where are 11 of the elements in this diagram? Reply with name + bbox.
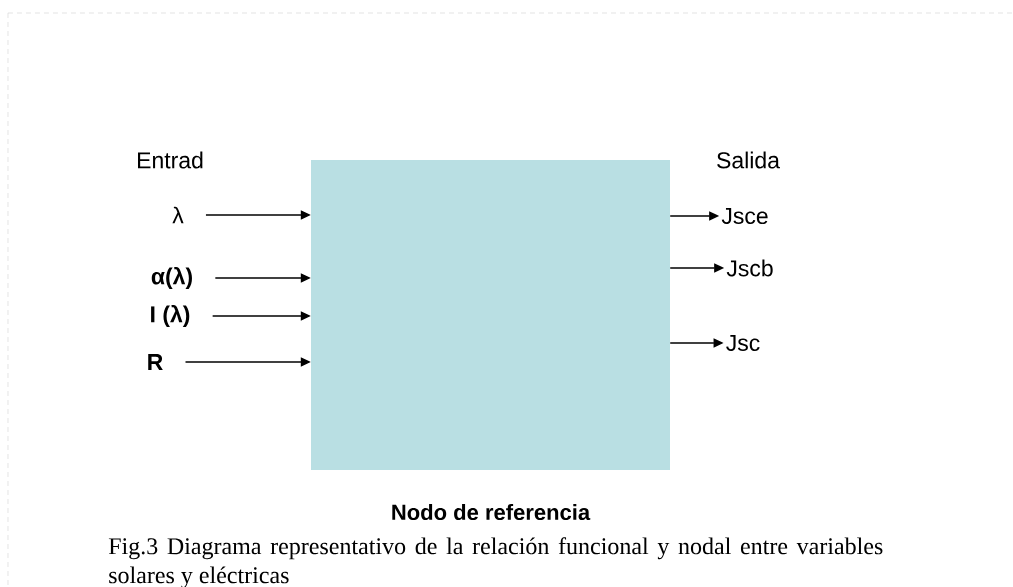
column-heading: Entrad: [138, 151, 203, 169]
variable-label: α(λ): [151, 267, 192, 289]
variable-label: Jsc: [726, 335, 760, 351]
variable-label: I (λ): [151, 305, 190, 327]
variable-label: R: [148, 354, 163, 370]
variable-label: λ: [172, 206, 184, 224]
variable-label: Jscb: [726, 259, 773, 277]
variable-label: Jsce: [721, 208, 768, 224]
column-heading: Salida: [717, 151, 780, 169]
reference-node-box: [311, 160, 670, 470]
node-caption: Nodo de referencia: [392, 503, 591, 521]
